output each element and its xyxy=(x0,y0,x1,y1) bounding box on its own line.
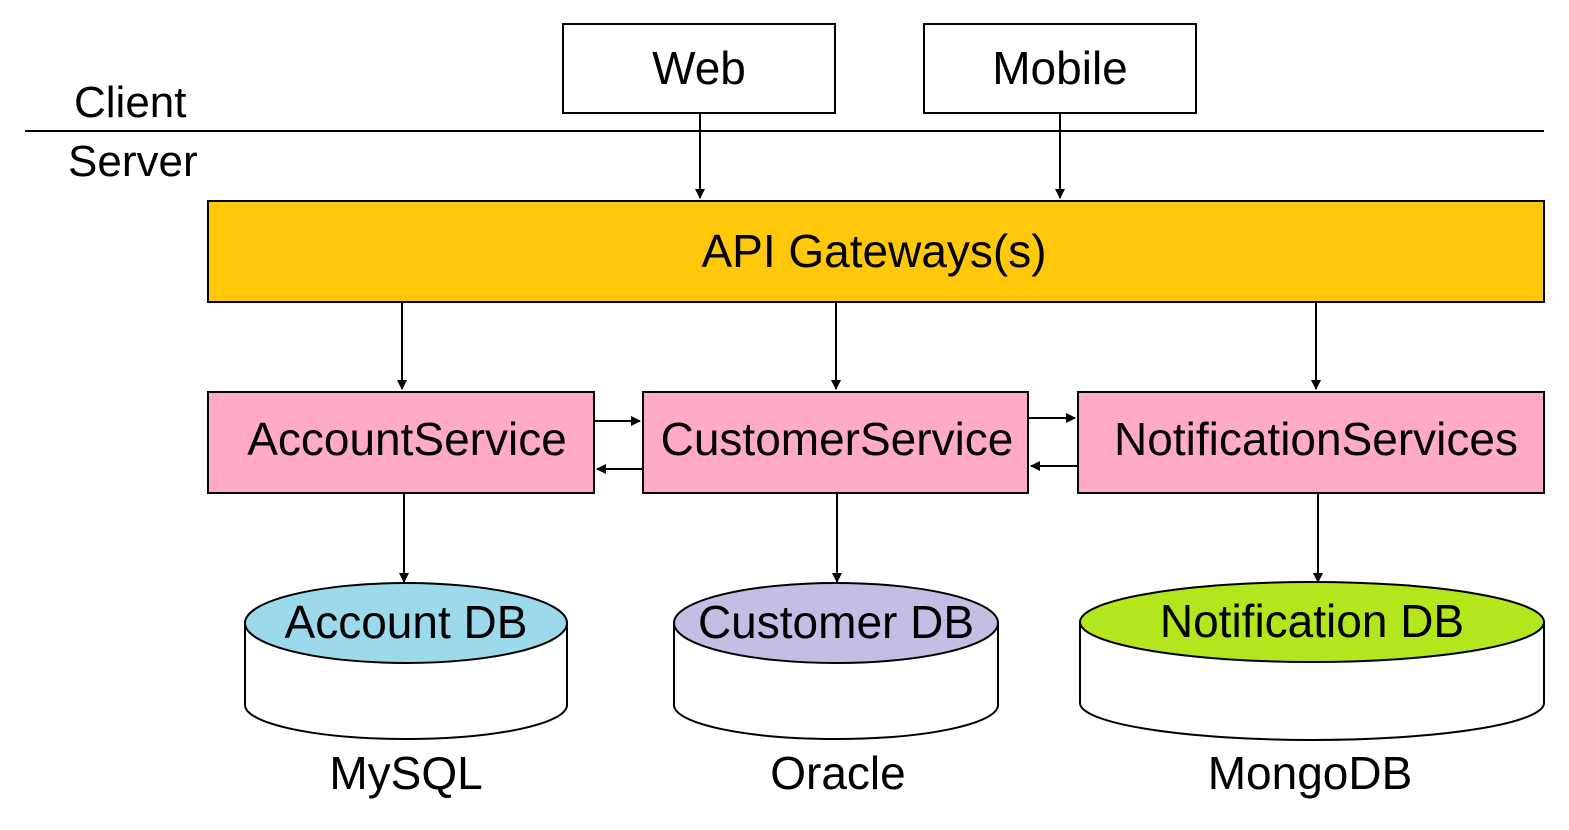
notification-db-label: Notification DB xyxy=(1160,595,1464,647)
account-service-label: AccountService xyxy=(247,413,567,465)
customer-service-box: CustomerService xyxy=(642,391,1029,494)
notification-db-cylinder: Notification DB xyxy=(1079,581,1545,741)
account-service-box: AccountService xyxy=(207,391,595,494)
api-gateway-box: API Gateways(s) xyxy=(207,200,1545,303)
api-gateway-label: API Gateways(s) xyxy=(701,225,1046,277)
customer-db-cylinder: Customer DB xyxy=(673,582,999,740)
customer-db-engine: Oracle xyxy=(770,747,905,799)
mobile-client-box: Mobile xyxy=(923,23,1197,114)
web-client-box: Web xyxy=(562,23,836,114)
web-client-label: Web xyxy=(652,42,746,94)
customer-service-label: CustomerService xyxy=(661,413,1014,465)
account-db-label: Account DB xyxy=(285,596,528,648)
account-db-cylinder: Account DB xyxy=(244,582,568,740)
customer-db-label: Customer DB xyxy=(698,596,974,648)
mobile-client-label: Mobile xyxy=(992,42,1128,94)
notification-service-label: NotificationServices xyxy=(1114,413,1518,465)
account-db-engine: MySQL xyxy=(329,747,482,799)
notification-db-engine: MongoDB xyxy=(1208,747,1413,799)
client-zone-label: Client xyxy=(74,78,187,127)
server-zone-label: Server xyxy=(68,137,198,186)
notification-service-box: NotificationServices xyxy=(1077,391,1545,494)
